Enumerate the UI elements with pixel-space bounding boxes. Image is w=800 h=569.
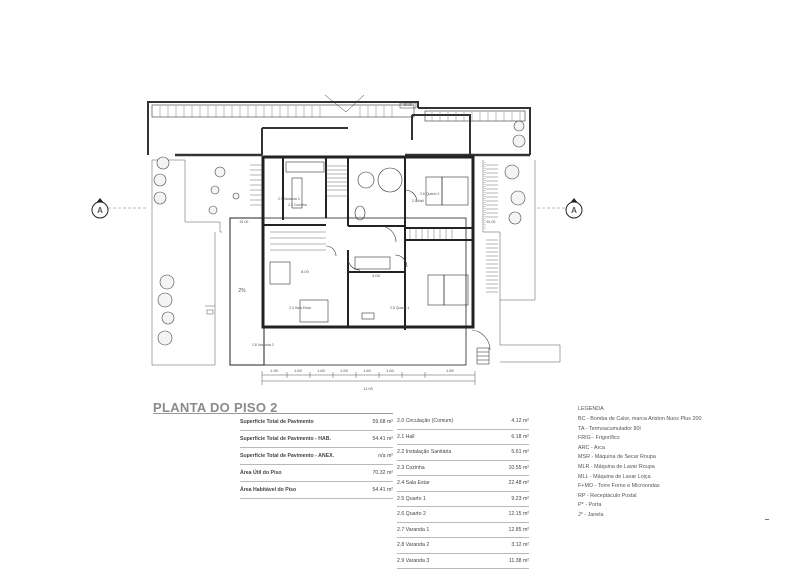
room-label-varanda-3: 2.9 Varanda 3: [278, 197, 300, 201]
corner-mark: [765, 519, 769, 520]
section-marker-left-label: A: [97, 206, 103, 215]
area-row: 2.0 Circulação (Comum) 4.12 m²: [397, 414, 529, 430]
area-row: 2.7 Varanda 1 12.85 m²: [397, 523, 529, 539]
legend-item: RP - Receptáculo Postal: [578, 492, 748, 502]
legend-item: F+MO - Torre Forno e Microondas: [578, 482, 748, 492]
interior-walls: [263, 157, 473, 330]
right-garden: [483, 160, 560, 362]
legend-item: MLL - Máquina de Lavar Loiça: [578, 473, 748, 483]
summary-value: 59.68 m²: [373, 419, 393, 425]
area-row: 2.2 Instalação Sanitária 5.61 m²: [397, 445, 529, 461]
legend: LEGENDA BC - Bomba de Calor, marca Arist…: [578, 404, 748, 521]
area-label: 2.1 Hall: [397, 434, 415, 440]
area-label: 2.0 Circulação (Comum): [397, 418, 453, 424]
area-label: 2.3 Cozinha: [397, 465, 425, 471]
area-label: 2.4 Sala Estar: [397, 480, 430, 486]
dim-total: 11.00: [363, 386, 373, 391]
summary-value: n/a m²: [378, 453, 393, 459]
summary-label: Superfície Total de Pavimento - ANEX.: [240, 453, 334, 459]
area-row: 2.1 Hall 6.18 m²: [397, 430, 529, 446]
area-value: 22.48 m²: [509, 480, 529, 486]
room-label-quarto-2: 2.6 Quarto 2: [420, 192, 440, 196]
summary-value: 54.41 m²: [373, 487, 393, 493]
dim-6: 1.60: [386, 368, 395, 373]
area-label: 2.6 Quarto 2: [397, 511, 426, 517]
dim-1: 1.90: [270, 368, 279, 373]
dimension-line: [262, 371, 475, 385]
room-label-sala: 2.4 Sala Estar: [289, 306, 312, 310]
legend-item: P* - Porta: [578, 501, 748, 511]
level-right: 61.00: [487, 220, 496, 224]
exterior-walls: [230, 157, 473, 365]
area-row: 2.6 Quarto 2 12.15 m²: [397, 507, 529, 523]
area-value: 3.12 m²: [511, 542, 529, 548]
slope-label: 2%: [238, 288, 246, 294]
summary-label: Área Útil do Piso: [240, 470, 282, 476]
room-label-cozinha: 2.3 Cozinha: [288, 203, 307, 207]
area-label: 2.8 Varanda 2: [397, 542, 429, 548]
dim-right-seg: 3.05: [372, 273, 381, 278]
legend-title: LEGENDA: [578, 404, 748, 415]
area-table: 2.0 Circulação (Comum) 4.12 m² 2.1 Hall 6.…: [397, 414, 529, 569]
area-row: 2.3 Cozinha 10.55 m²: [397, 461, 529, 477]
dim-5: 1.60: [363, 368, 372, 373]
summary-row: Superfície Total de Pavimento 59.68 m²: [240, 414, 393, 431]
summary-row: Superfície Total de Pavimento - HAB. 54.4…: [240, 431, 393, 448]
summary-label: Superfície Total de Pavimento - HAB.: [240, 436, 331, 442]
roof-outline: [148, 95, 530, 155]
room-label-hall: 2.1 Hall: [412, 199, 424, 203]
section-marker-right-label: A: [571, 206, 577, 215]
summary-value: 54.41 m²: [373, 436, 393, 442]
area-row: 2.4 Sala Estar 22.48 m²: [397, 476, 529, 492]
summary-row: Área Útil do Piso 70.32 m²: [240, 465, 393, 482]
area-value: 9.23 m²: [511, 496, 529, 502]
dim-hood: 60.00: [404, 103, 413, 107]
fixtures: [270, 162, 468, 322]
legend-item: J* - Janela: [578, 511, 748, 521]
summary-row: Superfície Total de Pavimento - ANEX. n/a…: [240, 448, 393, 465]
room-label-varanda-2: 2.8 Varanda 2: [252, 343, 274, 347]
area-label: 2.2 Instalação Sanitária: [397, 449, 451, 455]
balcony-right: [472, 330, 490, 364]
area-row: 2.5 Quarto 1 9.23 m²: [397, 492, 529, 508]
area-value: 6.18 m²: [511, 434, 529, 440]
floor-plan-drawing: A A 1.90 1.60 1.60 1.60 1.60 1.60 1.80 1…: [0, 0, 800, 400]
area-value: 12.85 m²: [509, 527, 529, 533]
legend-item: ARC - Arca: [578, 444, 748, 454]
legend-item: MLR - Máquina de Lavar Roupa: [578, 463, 748, 473]
area-row: 2.8 Varanda 2 3.12 m²: [397, 538, 529, 554]
summary-row: Área Habitável do Piso 54.41 m²: [240, 482, 393, 499]
summary-label: Superfície Total de Pavimento: [240, 419, 314, 425]
area-value: 10.55 m²: [509, 465, 529, 471]
level-left: 61.00: [240, 220, 249, 224]
area-label: 2.7 Varanda 1: [397, 527, 429, 533]
legend-item: FRIG - Frigorífico: [578, 434, 748, 444]
room-label-quarto-1: 2.5 Quarto 1: [390, 306, 410, 310]
dim-3: 1.60: [317, 368, 326, 373]
summary-value: 70.32 m²: [373, 470, 393, 476]
dim-2: 1.60: [294, 368, 303, 373]
summary-table: Superfície Total de Pavimento 59.68 m² Su…: [240, 414, 393, 499]
area-value: 12.15 m²: [509, 511, 529, 517]
area-value: 4.12 m²: [511, 418, 529, 424]
area-value: 5.61 m²: [511, 449, 529, 455]
dim-4: 1.60: [340, 368, 349, 373]
area-label: 2.5 Quarto 1: [397, 496, 426, 502]
legend-item: TA - Termoacumulador 80l: [578, 425, 748, 435]
legend-item: BC - Bomba de Calor, marca Ariston Nuos …: [578, 415, 748, 425]
dim-left-seg: 8.00: [301, 269, 310, 274]
summary-label: Área Habitável do Piso: [240, 487, 296, 493]
legend-item: MSR - Máquina de Secar Roupa: [578, 453, 748, 463]
dim-7: 1.80: [446, 368, 455, 373]
